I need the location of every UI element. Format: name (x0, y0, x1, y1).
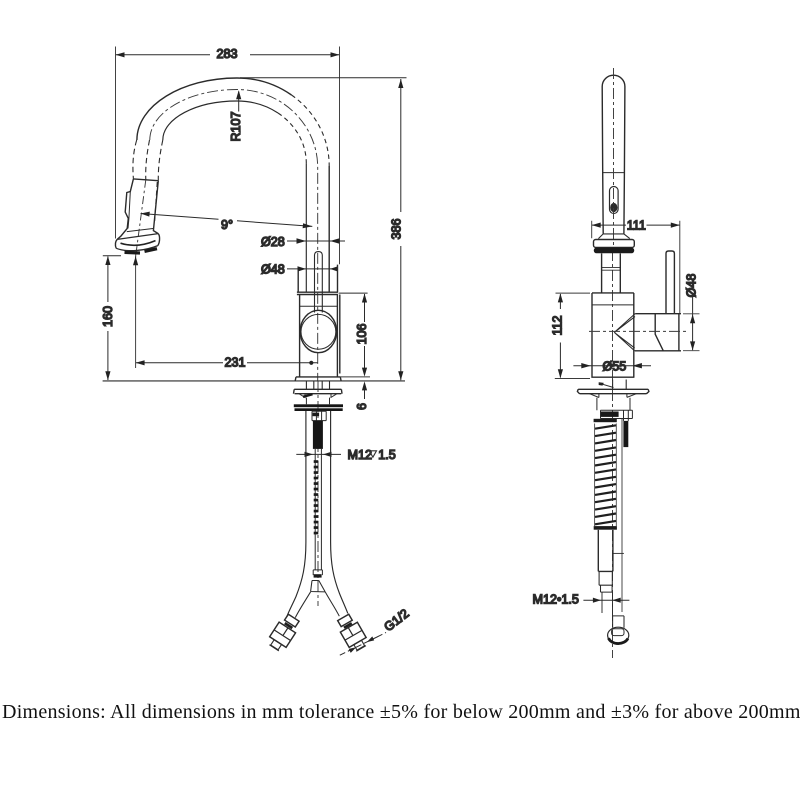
svg-text:M12•1.5: M12•1.5 (533, 593, 579, 607)
svg-text:R107: R107 (229, 111, 243, 141)
svg-text:M12: M12 (348, 448, 373, 462)
svg-text:231: 231 (224, 355, 245, 369)
svg-text:Ø48: Ø48 (685, 274, 699, 298)
svg-text:106: 106 (355, 323, 369, 344)
svg-text:Ø48: Ø48 (261, 263, 285, 277)
svg-text:Ø55: Ø55 (603, 360, 627, 374)
svg-text:6: 6 (355, 403, 369, 410)
svg-text:1.5: 1.5 (378, 448, 396, 462)
svg-text:G1/2: G1/2 (381, 606, 411, 634)
svg-text:386: 386 (390, 218, 404, 239)
svg-text:Ø28: Ø28 (261, 235, 285, 249)
svg-text:112: 112 (551, 315, 565, 335)
svg-text:111: 111 (627, 218, 646, 232)
svg-text:9°: 9° (221, 218, 233, 232)
svg-text:160: 160 (101, 306, 115, 327)
svg-text:283: 283 (216, 47, 237, 61)
